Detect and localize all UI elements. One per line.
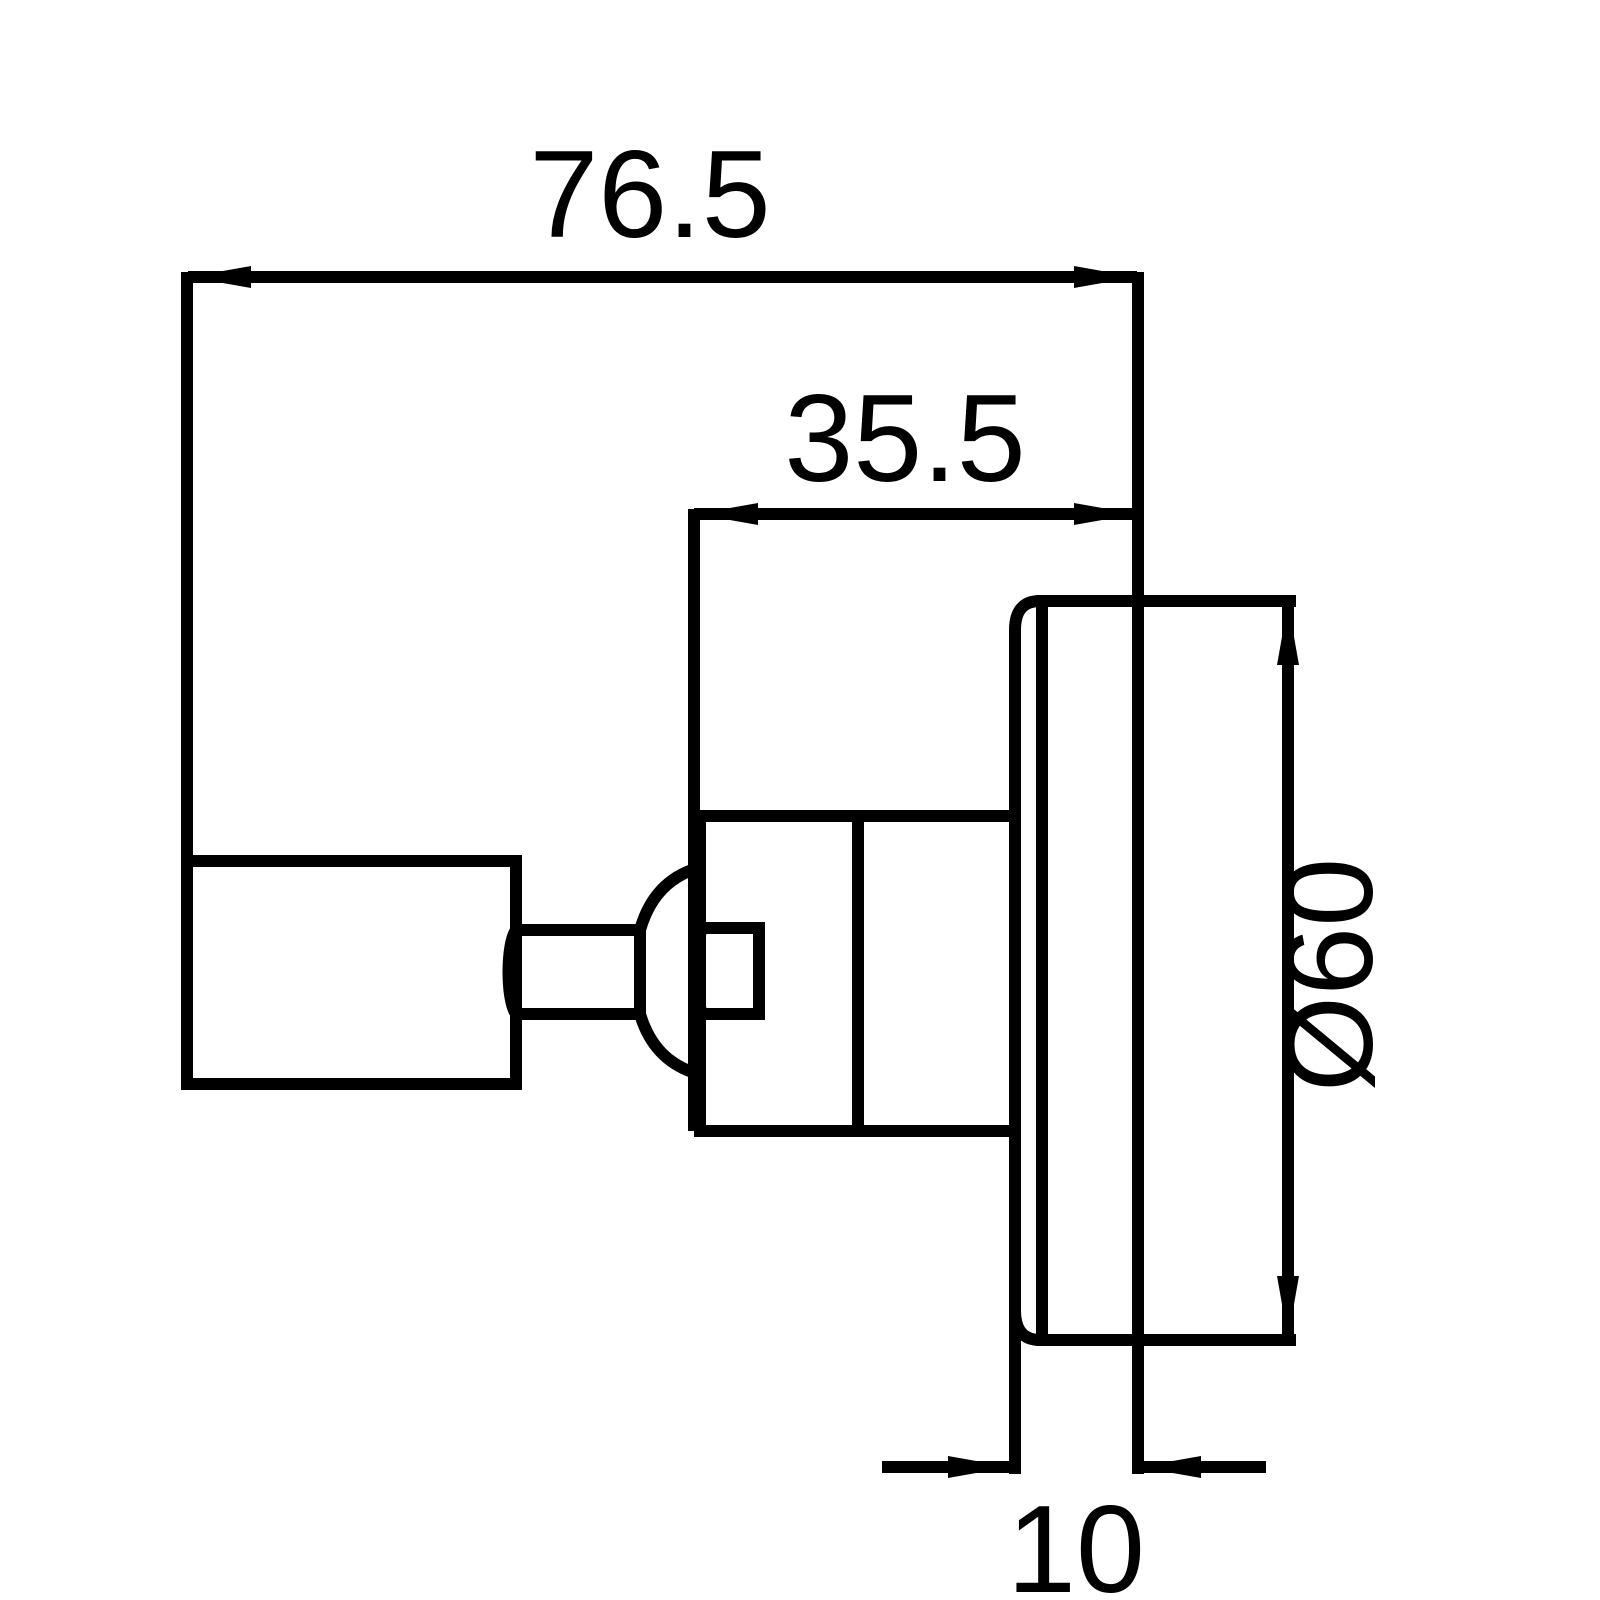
arrowhead-bottom <box>1277 1276 1299 1338</box>
part-outline <box>181 272 1296 1474</box>
spindle-stub <box>691 922 765 1020</box>
arrowhead-left <box>948 1456 1010 1478</box>
arrowhead-right <box>1074 266 1136 288</box>
hex-nut-dome <box>632 862 700 1080</box>
arrowhead-top <box>1277 603 1299 665</box>
arrowhead-left <box>189 266 251 288</box>
flange-plate <box>1008 595 1296 1474</box>
dimension-label: Ø60 <box>1261 858 1399 1092</box>
arrowhead-right <box>1074 503 1136 525</box>
arrowhead-right <box>1139 1456 1201 1478</box>
dimension-label: 76.5 <box>529 126 770 264</box>
knob-block <box>181 855 522 1090</box>
dimension-flange-thickness: 10 <box>882 1456 1266 1600</box>
arrowhead-left <box>696 503 758 525</box>
dimension-overall-length: 76.5 <box>181 126 1137 867</box>
dimension-body-length: 35.5 <box>688 370 1137 822</box>
dimension-label: 35.5 <box>784 370 1025 508</box>
spindle-shaft <box>502 924 646 1020</box>
dimension-flange-diameter: Ø60 <box>1261 600 1399 1341</box>
dimension-label: 10 <box>1007 1481 1145 1600</box>
